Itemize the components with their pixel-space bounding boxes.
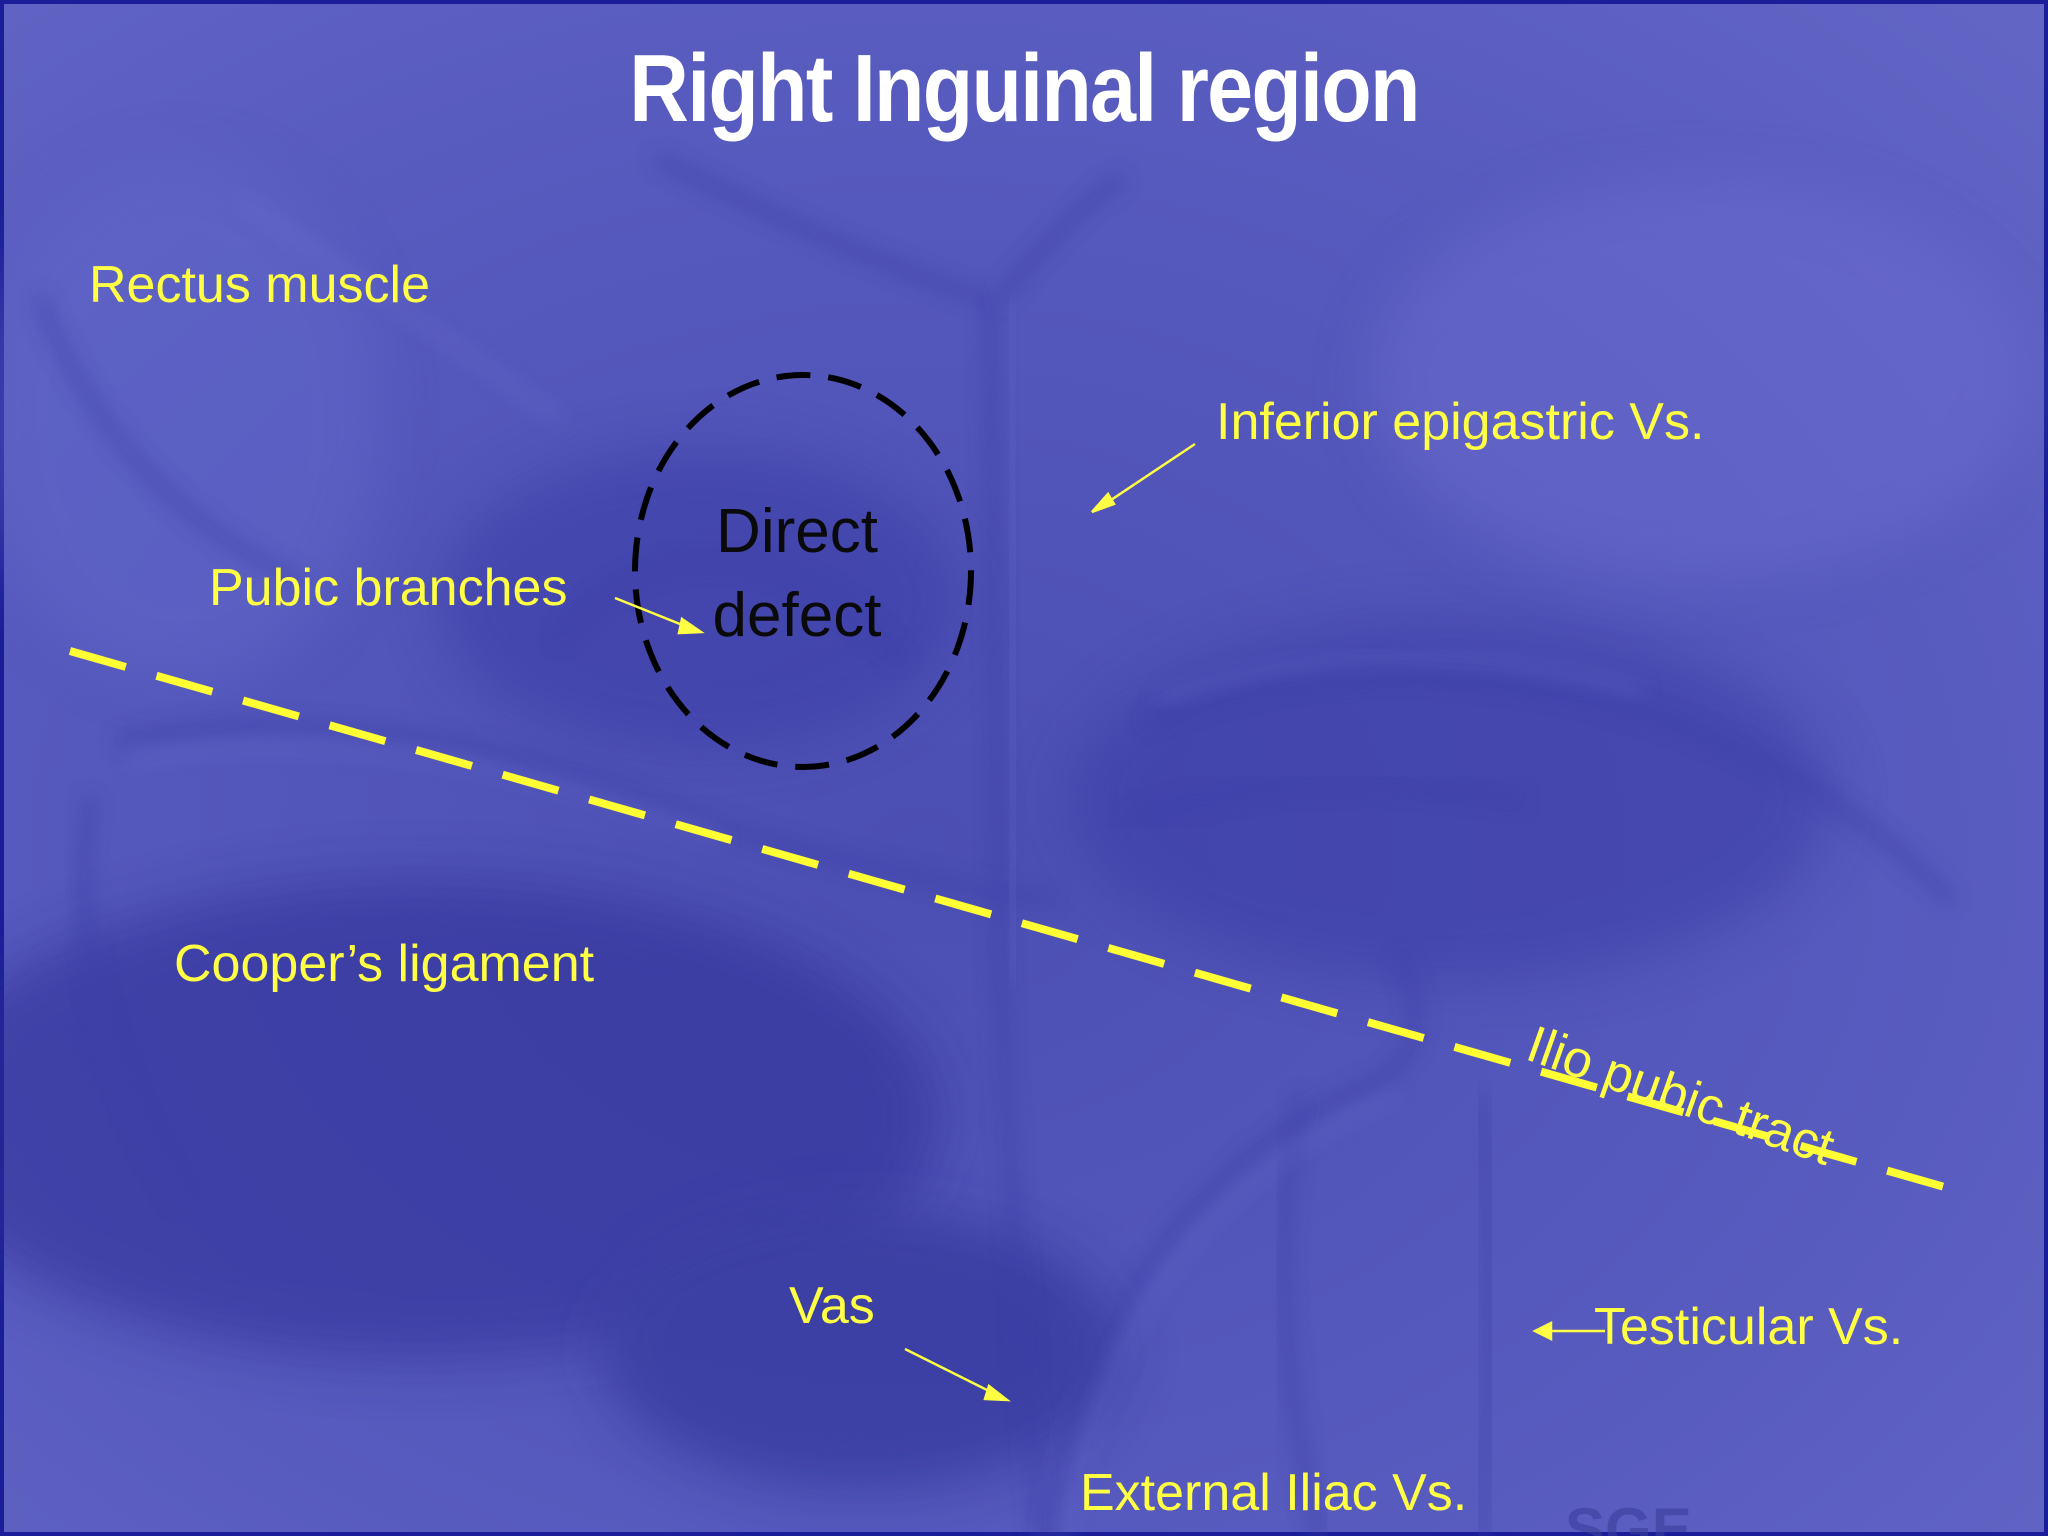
inferior-epigastric-arrow (1101, 442, 1196, 508)
label-direct-defect: Direct defect (667, 490, 927, 657)
pubic-branches-arrow (614, 596, 691, 630)
pointer-arrows (614, 442, 1605, 1402)
anatomy-highlights (126, 196, 1644, 1536)
label-inferior-epigastric: Inferior epigastric Vs. (1216, 393, 1705, 451)
anatomy-strokes (35, 155, 1955, 1536)
label-rectus-muscle: Rectus muscle (89, 256, 430, 314)
label-external-iliac: External Iliac Vs. (1080, 1464, 1468, 1522)
vas-arrow (904, 1347, 996, 1396)
direct-defect-circle (632, 372, 974, 770)
logo-watermark: SGE (1565, 1496, 1692, 1536)
label-testicular: Testicular Vs. (1594, 1298, 1904, 1356)
vas-arrowhead (983, 1383, 1011, 1402)
label-coopers-ligament: Cooper’s ligament (174, 935, 595, 993)
tissue-shading (0, 160, 2030, 1490)
label-vas: Vas (789, 1277, 875, 1335)
page-title: Right Inguinal region (629, 35, 1420, 142)
label-pubic-branches: Pubic branches (209, 559, 568, 617)
inferior-epigastric-arrowhead (1091, 491, 1116, 514)
direct-defect-line-2: defect (712, 580, 882, 650)
pubic-branches-arrowhead (677, 616, 705, 635)
ilio-pubic-tract-line (68, 647, 1964, 1196)
direct-defect-line-1: Direct (716, 497, 878, 566)
testicular-arrowhead (1532, 1320, 1553, 1342)
